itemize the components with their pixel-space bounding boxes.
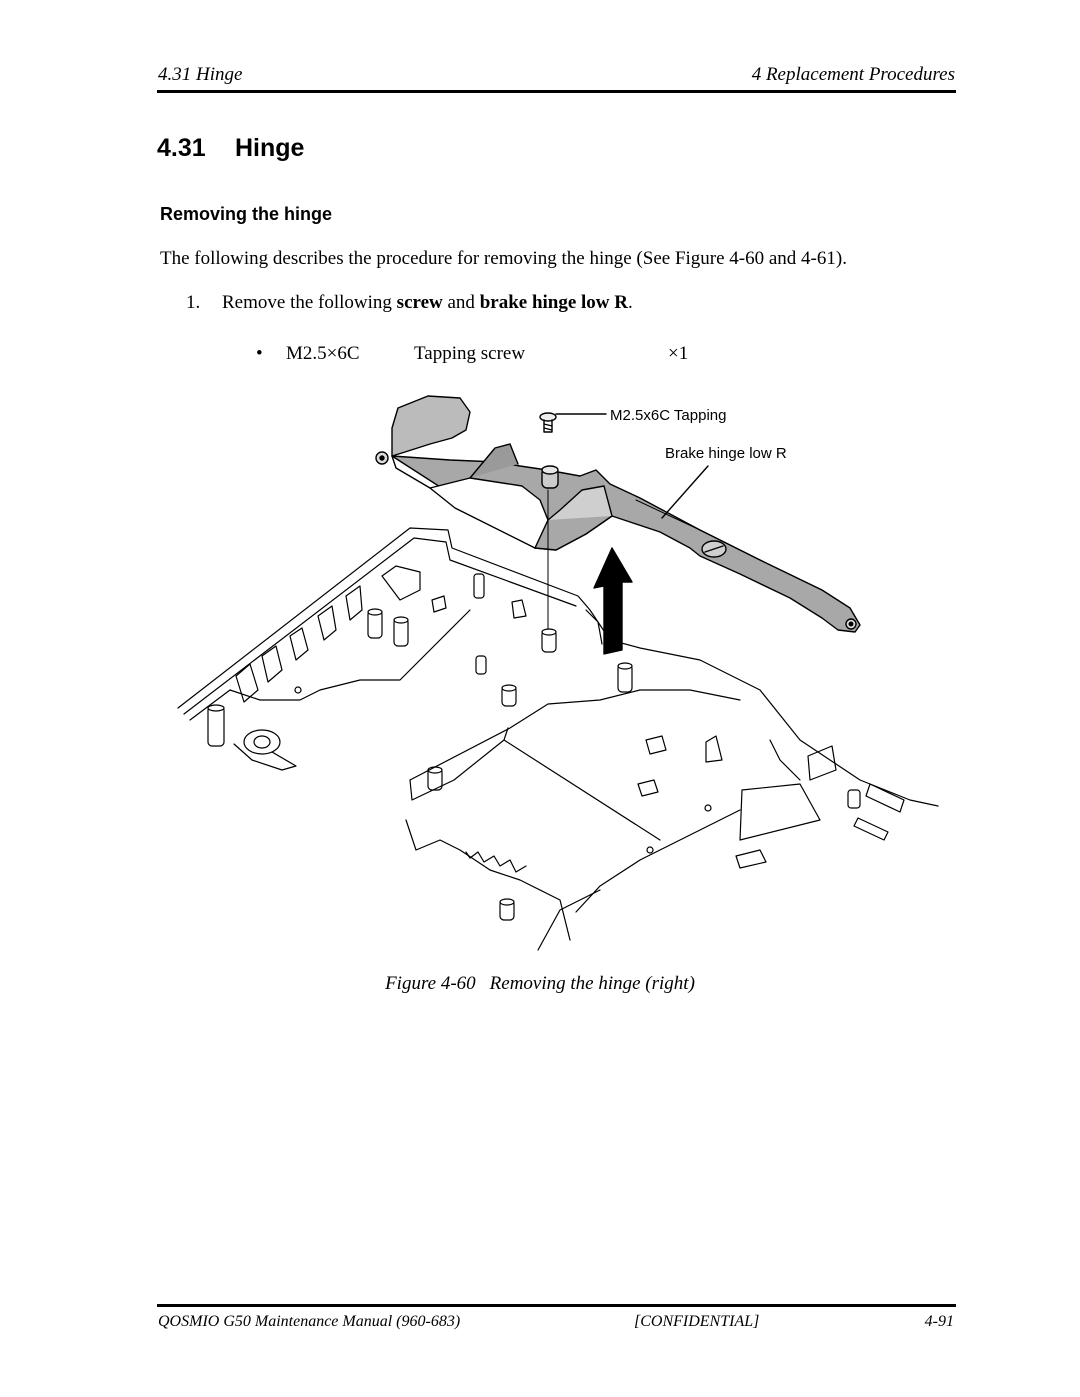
bracket-label: Brake hinge low R [665, 445, 787, 462]
footer-confidential: [CONFIDENTIAL] [634, 1313, 760, 1330]
step-bold-screw: screw [396, 292, 443, 313]
step-text-prefix: Remove the following [222, 292, 397, 313]
brake-hinge-bracket [375, 395, 861, 633]
lift-arrow-icon [593, 547, 633, 655]
header-chapter-title: 4 Replacement Procedures [751, 64, 955, 85]
screw-label: M2.5x6C Tapping [610, 407, 727, 424]
section-title: Hinge [235, 134, 305, 162]
step-1: 1. Remove the following screw and brake h… [186, 292, 633, 314]
step-bold-bracket: brake hinge low R [479, 292, 629, 313]
step-text-middle: and [442, 292, 480, 313]
base-chassis [177, 527, 939, 951]
bullet-icon: • [256, 343, 263, 364]
part-number: M2.5×6C [286, 343, 360, 364]
step-text-suffix: . [628, 292, 633, 313]
section-heading: 4.31 Hinge [157, 134, 304, 163]
footer-page-number: 4-91 [924, 1313, 954, 1330]
header-section-title: 4.31 Hinge [158, 64, 243, 85]
step-number: 1. [186, 292, 201, 313]
figure-caption-text: Removing the hinge (right) [489, 973, 695, 994]
bracket-leader-line [661, 465, 709, 519]
header-rule [157, 90, 956, 93]
intro-paragraph: The following describes the procedure fo… [160, 248, 847, 269]
tapping-screw [539, 412, 557, 433]
section-number: 4.31 [157, 134, 206, 162]
hinge-removal-figure: M2.5x6C Tapping Brake hinge low R [170, 395, 950, 960]
figure-caption: Figure 4-60 Removing the hinge (right) [0, 973, 1080, 995]
subsection-heading: Removing the hinge [160, 204, 333, 224]
footer-manual-title: QOSMIO G50 Maintenance Manual (960-683) [158, 1313, 461, 1330]
hinge-diagram [177, 395, 939, 951]
part-quantity: ×1 [668, 343, 689, 364]
footer-rule [157, 1304, 956, 1307]
part-description: Tapping screw [414, 343, 526, 364]
figure-caption-number: Figure 4-60 [385, 973, 476, 994]
